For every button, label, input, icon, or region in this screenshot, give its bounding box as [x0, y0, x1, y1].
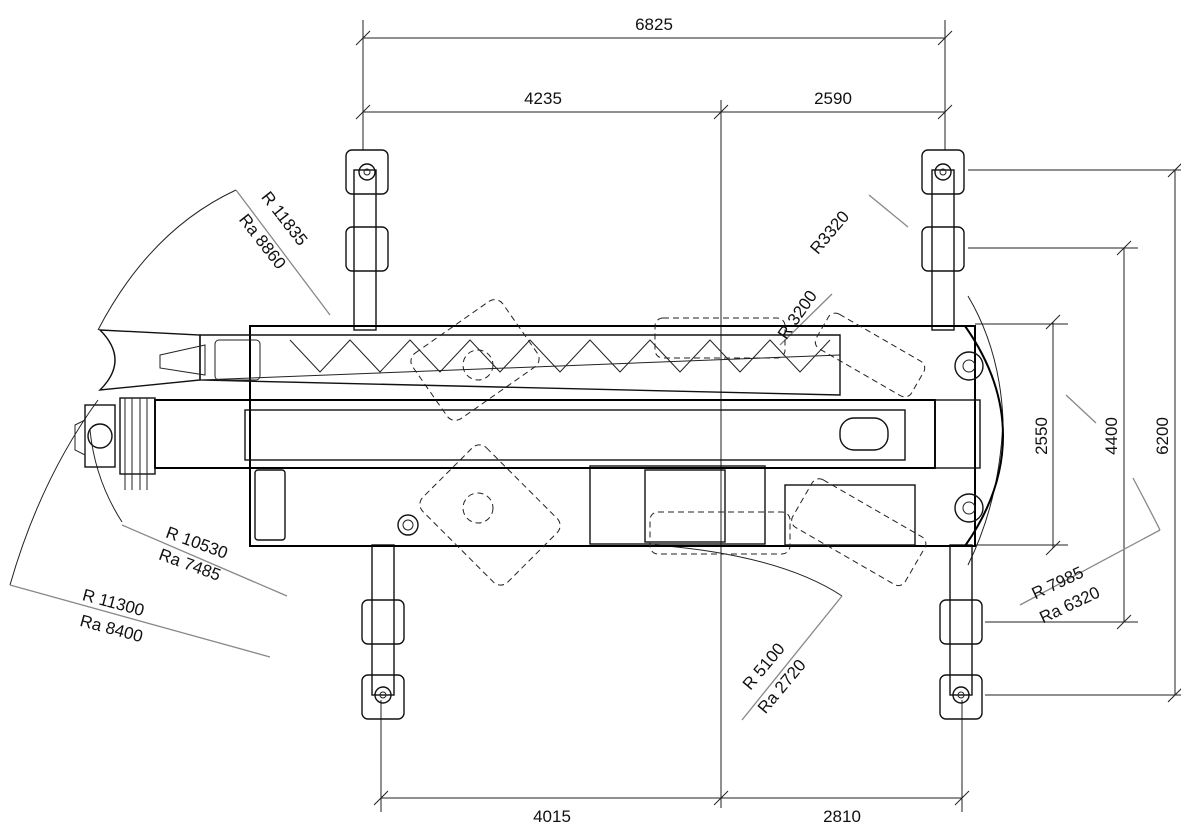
telescopic-boom: [74, 397, 981, 490]
lattice-jib: [98, 329, 841, 396]
outrigger-rear-left: [921, 149, 965, 331]
dim-overall-top: 6825: [635, 15, 673, 34]
dim-right-width-1: 2550: [1032, 417, 1051, 455]
swing-radius-arcs: [9, 189, 1161, 721]
dim-top-left: 4235: [524, 89, 562, 108]
carrier-chassis: [249, 325, 1005, 547]
radius-rear-r3320: R3320: [806, 207, 853, 258]
outrigger-front-left: [345, 149, 389, 331]
dim-right-width-2: 4400: [1102, 417, 1121, 455]
swing-ghost-outlines: [410, 299, 927, 587]
dim-top-right: 2590: [814, 89, 852, 108]
outrigger-front-right: [361, 544, 405, 720]
outrigger-rear-right: [939, 544, 983, 720]
dim-right-width-3: 6200: [1153, 417, 1172, 455]
radius-labels: R 11835 Ra 8860 R 10530 Ra 7485 R 11300 …: [78, 188, 1103, 717]
dimension-labels: 6825 4235 2590 4015 2810 2550 4400 6200: [524, 15, 1172, 825]
dim-bottom-right: 2810: [823, 807, 861, 825]
dim-bottom-left: 4015: [533, 807, 571, 825]
